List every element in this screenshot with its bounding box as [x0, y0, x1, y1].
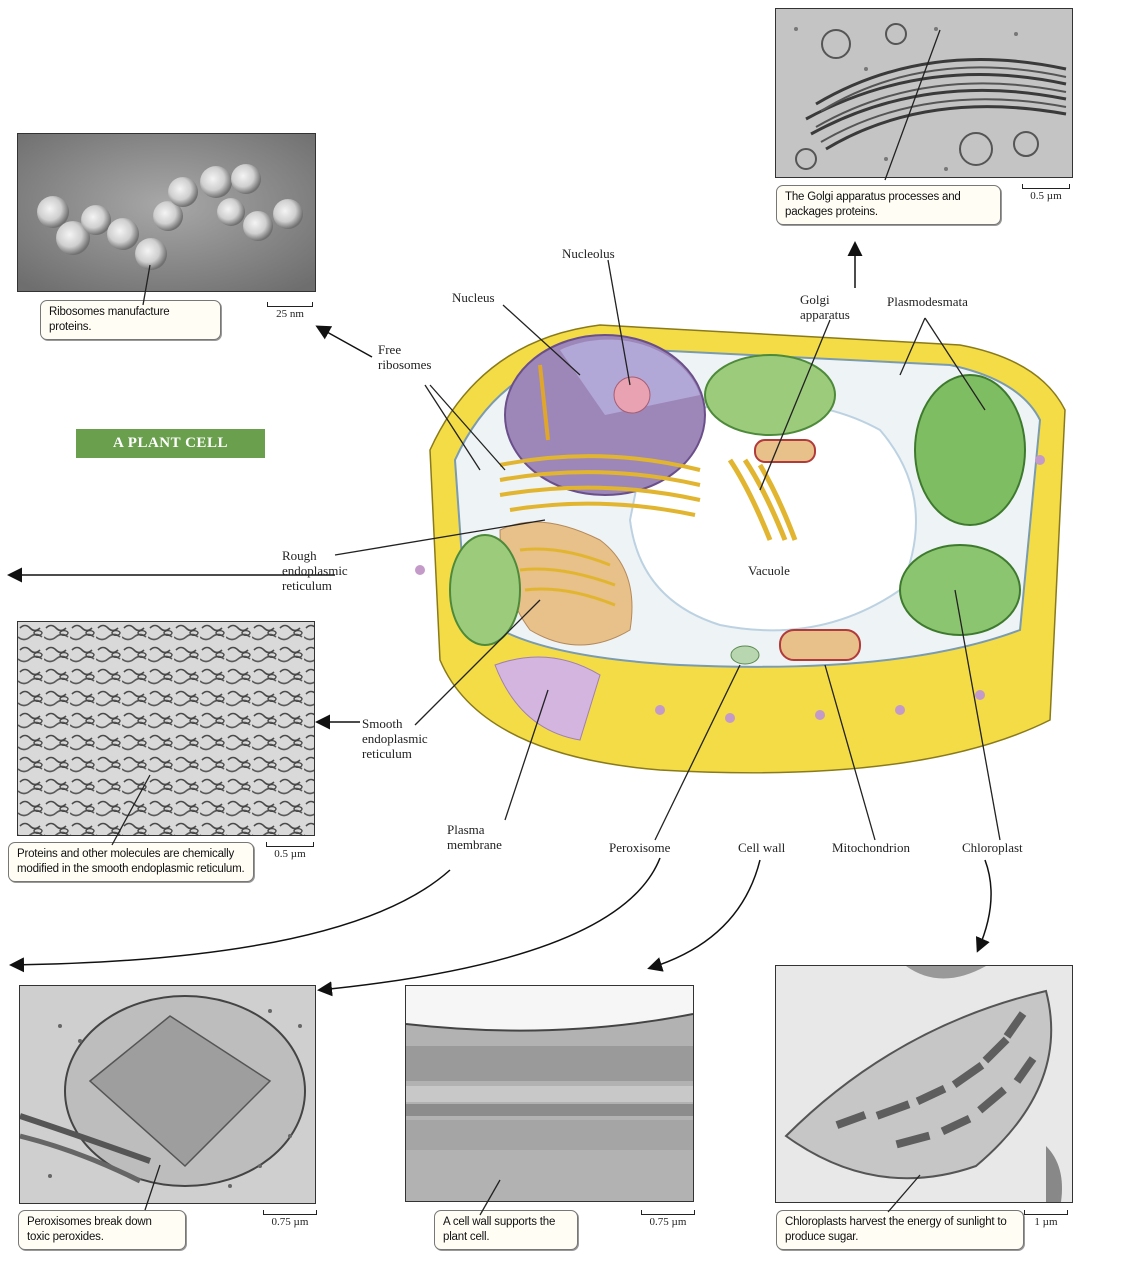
label-rough-er: Rough endoplasmic reticulum [282, 548, 348, 593]
label-rough-er-line2: endoplasmic [282, 563, 348, 578]
golgi-caption: The Golgi apparatus processes and packag… [776, 185, 1001, 225]
peroxisome-caption: Peroxisomes break down toxic peroxides. [18, 1210, 186, 1250]
label-smooth-er-line3: reticulum [362, 746, 428, 761]
label-free-ribosomes: Free ribosomes [378, 342, 431, 372]
label-golgi: Golgi apparatus [800, 292, 850, 322]
cell-wall-scale: 0.75 µm [638, 1210, 698, 1228]
label-cell-wall: Cell wall [738, 840, 785, 855]
smooth-er-micrograph [17, 621, 315, 836]
ribosomes-caption: Ribosomes manufacture proteins. [40, 300, 221, 340]
cell-wall-scale-text: 0.75 µm [650, 1216, 687, 1228]
golgi-scale-text: 0.5 µm [1030, 190, 1061, 202]
label-nucleolus: Nucleolus [562, 246, 615, 261]
label-rough-er-line1: Rough [282, 548, 348, 563]
smooth-er-caption: Proteins and other molecules are chemica… [8, 842, 254, 882]
label-mitochondrion: Mitochondrion [832, 840, 910, 855]
label-plasma-membrane: Plasma membrane [447, 822, 502, 852]
ribosomes-micrograph [17, 133, 316, 292]
label-golgi-line1: Golgi [800, 292, 850, 307]
ribosomes-scale: 25 nm [265, 302, 315, 320]
golgi-micrograph [775, 8, 1073, 178]
label-plasmodesmata: Plasmodesmata [887, 294, 968, 309]
cell-wall-micrograph [405, 985, 694, 1202]
peroxisome-scale-text: 0.75 µm [272, 1216, 309, 1228]
chloroplast-scale: 1 µm [1022, 1210, 1070, 1228]
label-plasma-membrane-line1: Plasma [447, 822, 502, 837]
chloroplast-caption: Chloroplasts harvest the energy of sunli… [776, 1210, 1024, 1250]
label-nucleus: Nucleus [452, 290, 495, 305]
label-vacuole: Vacuole [748, 563, 790, 578]
label-chloroplast: Chloroplast [962, 840, 1023, 855]
label-free-ribosomes-line1: Free [378, 342, 431, 357]
smooth-er-scale-text: 0.5 µm [274, 848, 305, 860]
plant-cell-illustration [400, 300, 1080, 800]
smooth-er-scale: 0.5 µm [264, 842, 316, 860]
label-peroxisome: Peroxisome [609, 840, 670, 855]
chloroplast-scale-text: 1 µm [1034, 1216, 1057, 1228]
label-plasma-membrane-line2: membrane [447, 837, 502, 852]
ribosomes-scale-text: 25 nm [276, 308, 304, 320]
label-smooth-er-line2: endoplasmic [362, 731, 428, 746]
chloroplast-micrograph [775, 965, 1073, 1203]
label-smooth-er-line1: Smooth [362, 716, 428, 731]
label-rough-er-line3: reticulum [282, 578, 348, 593]
golgi-scale: 0.5 µm [1020, 184, 1072, 202]
label-free-ribosomes-line2: ribosomes [378, 357, 431, 372]
label-smooth-er: Smooth endoplasmic reticulum [362, 716, 428, 761]
cell-wall-caption: A cell wall supports the plant cell. [434, 1210, 578, 1250]
label-golgi-line2: apparatus [800, 307, 850, 322]
peroxisome-micrograph [19, 985, 316, 1204]
peroxisome-scale: 0.75 µm [260, 1210, 320, 1228]
diagram-title: A PLANT CELL [76, 429, 265, 458]
